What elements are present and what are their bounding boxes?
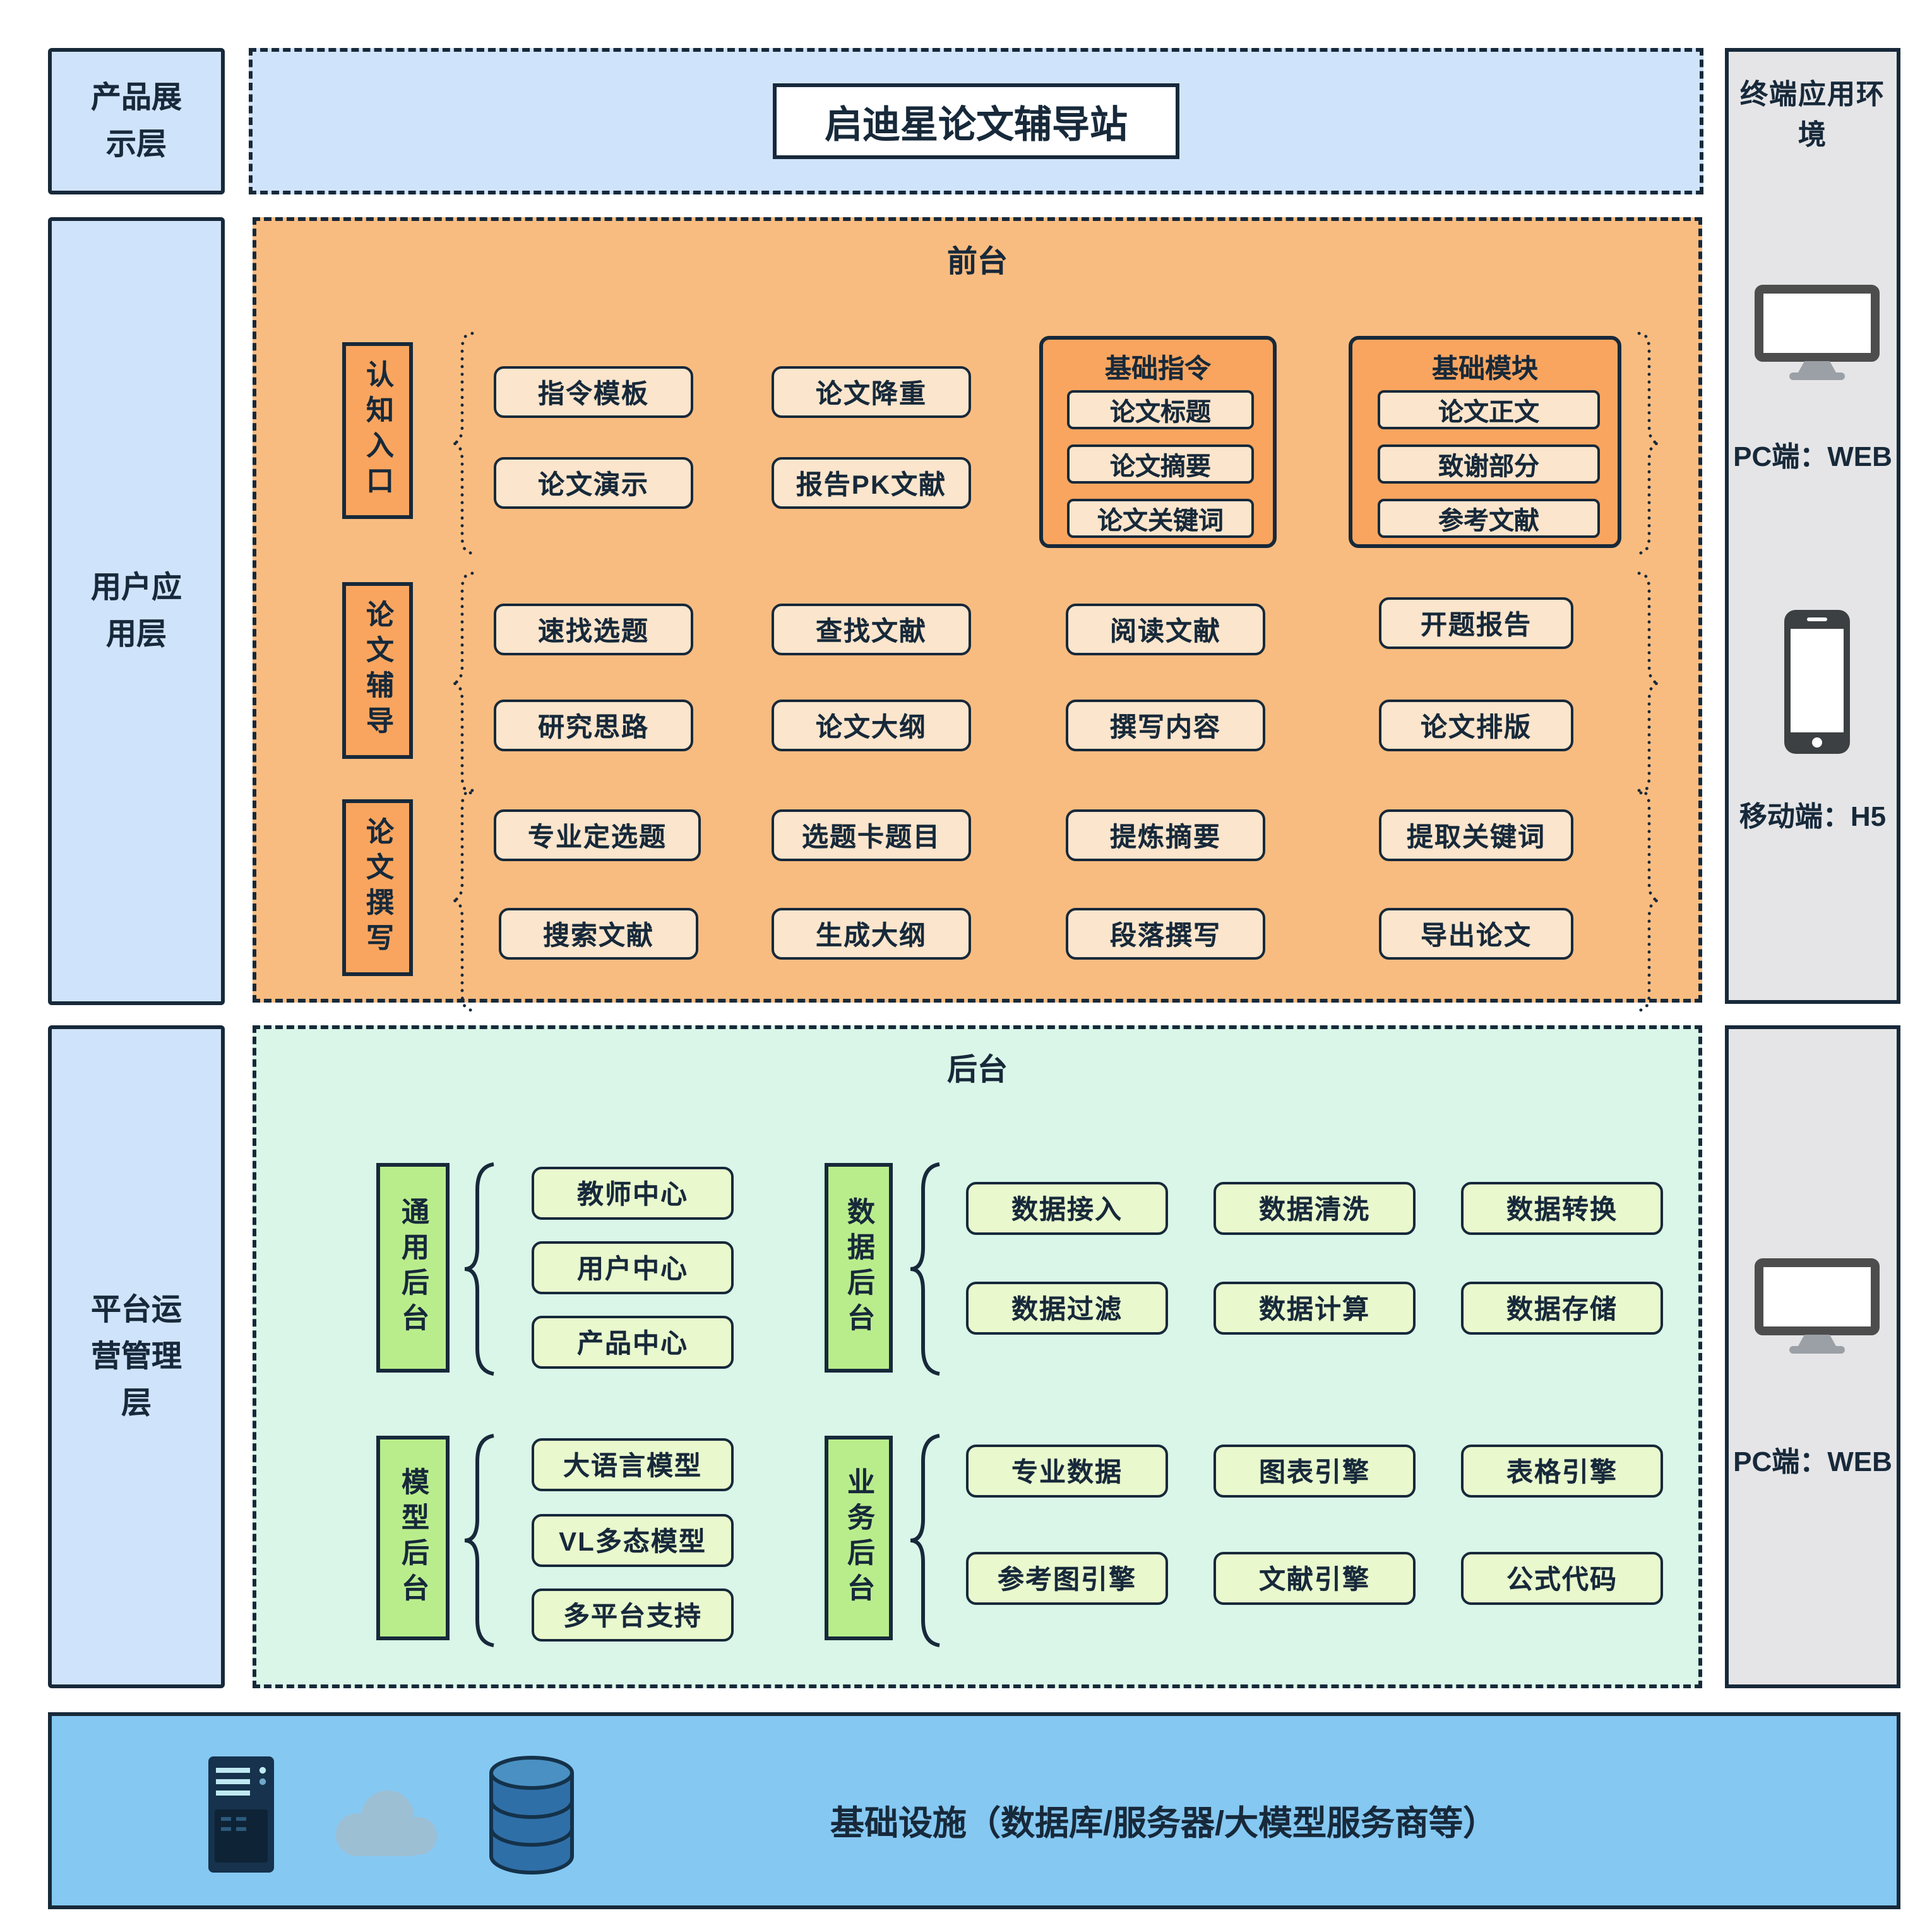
terminal-environment-title: 终端应用环境 — [1739, 78, 1885, 150]
frontend-item: 报告PK文献 — [772, 457, 971, 509]
terminal-environment-panel: 终端应用环境 PC端：WEB 移动端：H5 — [1725, 48, 1900, 1004]
frontend-item: 搜索文献 — [499, 908, 698, 960]
dotted-brace-left-icon — [451, 571, 474, 795]
backend-item: 专业数据 — [966, 1445, 1168, 1498]
frontend-item: 论文大纲 — [772, 700, 971, 751]
monitor-icon — [1755, 1258, 1880, 1354]
server-icon — [208, 1756, 274, 1873]
frontend-item: 查找文献 — [772, 604, 971, 655]
layer-product-display-label: 产品展示层 — [91, 80, 182, 162]
backend-item: 公式代码 — [1461, 1552, 1663, 1605]
cloud-icon — [336, 1791, 437, 1856]
frontend-item: 提取关键词 — [1379, 809, 1573, 861]
brace-left-icon — [910, 1162, 940, 1376]
group-cognition-entry: 认知入口 — [342, 342, 413, 519]
backend-item: 文献引擎 — [1213, 1552, 1416, 1605]
database-icon — [489, 1756, 574, 1874]
frontend-item: 专业定选题 — [494, 809, 701, 861]
layer-platform-operation: 平台运营管理层 — [48, 1025, 225, 1688]
subgroup-item: 参考文献 — [1378, 499, 1600, 538]
monitor-icon — [1755, 285, 1880, 380]
layer-user-application: 用户应用层 — [48, 217, 225, 1005]
frontend-item: 选题卡题目 — [772, 809, 971, 861]
frontend-item: 指令模板 — [494, 366, 693, 418]
subgroup-item: 论文关键词 — [1067, 499, 1254, 538]
layer-user-application-label: 用户应用层 — [91, 570, 182, 652]
dotted-brace-left-icon — [451, 331, 474, 555]
frontend-item: 撰写内容 — [1066, 700, 1265, 751]
terminal-mobile-label: 移动端：H5 — [1739, 801, 1887, 832]
group-paper-writing: 论文撰写 — [342, 799, 413, 976]
subgroup-item: 论文标题 — [1067, 390, 1254, 429]
layer-platform-operation-label: 平台运营管理层 — [91, 1292, 182, 1421]
product-display-band: 启迪星论文辅导站 — [249, 48, 1703, 194]
frontend-item: 生成大纲 — [772, 908, 971, 960]
backend-item: VL多态模型 — [532, 1514, 734, 1567]
frontend-item: 段落撰写 — [1066, 908, 1265, 960]
brace-left-icon — [464, 1162, 494, 1376]
frontend-item: 研究思路 — [494, 700, 693, 751]
layer-product-display: 产品展示层 — [48, 48, 225, 194]
group-model-backend: 模型后台 — [376, 1436, 450, 1640]
dotted-brace-left-icon — [451, 789, 474, 1012]
backend-item: 图表引擎 — [1213, 1445, 1416, 1498]
dotted-brace-right-icon — [1637, 331, 1660, 555]
backend-item: 用户中心 — [532, 1241, 734, 1294]
subgroup-basic-commands: 基础指令 论文标题 论文摘要 论文关键词 — [1039, 336, 1277, 548]
frontend-item: 阅读文献 — [1066, 604, 1265, 655]
group-general-backend: 通用后台 — [376, 1163, 450, 1373]
backend-item: 数据存储 — [1461, 1282, 1663, 1335]
frontend-panel-label: 前台 — [947, 245, 1008, 279]
backend-item: 数据过滤 — [966, 1282, 1168, 1335]
group-paper-tutoring: 论文辅导 — [342, 582, 413, 759]
smartphone-icon — [1784, 610, 1850, 754]
subgroup-item: 致谢部分 — [1378, 444, 1600, 484]
backend-item: 大语言模型 — [532, 1438, 734, 1491]
group-business-backend: 业务后台 — [825, 1436, 893, 1640]
backend-item: 数据接入 — [966, 1182, 1168, 1235]
frontend-item: 开题报告 — [1379, 597, 1573, 649]
terminal-environment-panel-bottom: PC端：WEB — [1725, 1025, 1900, 1688]
brace-left-icon — [464, 1434, 494, 1647]
frontend-item: 论文演示 — [494, 457, 693, 509]
terminal-pc-label-bottom: PC端：WEB — [1733, 1446, 1892, 1477]
infrastructure-label: 基础设施（数据库/服务器/大模型服务商等） — [830, 1804, 1497, 1842]
frontend-item: 导出论文 — [1379, 908, 1573, 960]
group-data-backend: 数据后台 — [825, 1163, 893, 1373]
subgroup-item: 论文正文 — [1378, 390, 1600, 429]
subgroup-basic-commands-title: 基础指令 — [1105, 355, 1211, 384]
dotted-brace-right-icon — [1637, 789, 1660, 1012]
backend-item: 数据清洗 — [1213, 1182, 1416, 1235]
backend-item: 参考图引擎 — [966, 1552, 1168, 1605]
backend-item: 多平台支持 — [532, 1588, 734, 1642]
frontend-item: 速找选题 — [494, 604, 693, 655]
site-title: 启迪星论文辅导站 — [773, 83, 1179, 159]
backend-item: 数据转换 — [1461, 1182, 1663, 1235]
backend-panel: 后台 通用后台 教师中心 用户中心 产品中心 数据后台 数据接入 数据清洗 数据… — [253, 1025, 1702, 1688]
subgroup-basic-modules: 基础模块 论文正文 致谢部分 参考文献 — [1349, 336, 1621, 548]
backend-panel-label: 后台 — [947, 1053, 1008, 1087]
backend-item: 产品中心 — [532, 1316, 734, 1369]
frontend-item: 论文排版 — [1379, 700, 1573, 751]
frontend-item: 提炼摘要 — [1066, 809, 1265, 861]
backend-item: 数据计算 — [1213, 1282, 1416, 1335]
frontend-panel: 前台 认知入口 指令模板 论文演示 论文降重 报告PK文献 基础指令 论文标题 … — [253, 217, 1702, 1012]
terminal-pc-label: PC端：WEB — [1733, 441, 1892, 472]
dotted-brace-right-icon — [1637, 571, 1660, 795]
infrastructure-bar: 基础设施（数据库/服务器/大模型服务商等） — [48, 1712, 1900, 1909]
frontend-item: 论文降重 — [772, 366, 971, 418]
backend-item: 表格引擎 — [1461, 1445, 1663, 1498]
backend-item: 教师中心 — [532, 1167, 734, 1220]
subgroup-basic-modules-title: 基础模块 — [1432, 355, 1538, 384]
brace-left-icon — [910, 1434, 940, 1647]
subgroup-item: 论文摘要 — [1067, 444, 1254, 484]
